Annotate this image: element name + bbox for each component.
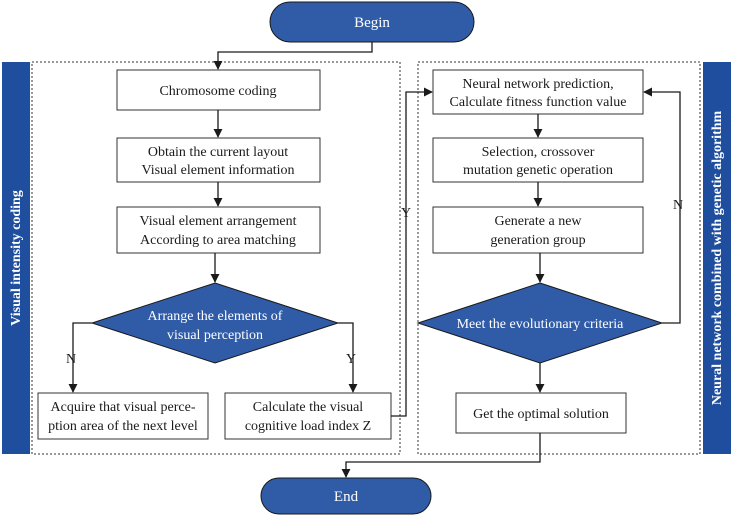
criteria-no-loop-connector <box>643 87 681 324</box>
chromosome-coding-node: Chromosome coding <box>116 69 321 111</box>
calc-load-line-1: Calculate the visual <box>253 400 364 415</box>
obtain-layout-line-1: Obtain the current layout <box>148 145 288 160</box>
begin-label: Begin <box>354 15 390 31</box>
new-generation-line-2: generation group <box>490 233 585 248</box>
end-node: End <box>260 477 432 515</box>
begin-to-chromosome-connector <box>213 42 373 70</box>
arrange-decision-line-2: visual perception <box>167 328 263 343</box>
arrange-decision-line-1: Arrange the elements of <box>148 309 283 324</box>
selection-node: Selection, crossover mutation genetic op… <box>432 137 644 183</box>
chromosome-coding-label: Chromosome coding <box>159 84 276 99</box>
begin-node: Begin <box>269 1 475 43</box>
optimal-node: Get the optimal solution <box>455 392 627 434</box>
decision-yes-connector <box>338 322 358 393</box>
left-panel-title: Visual intensity coding <box>9 190 24 326</box>
calc-load-line-2: cognitive load index Z <box>245 419 371 434</box>
acquire-next-line-2: ption area of the next level <box>48 419 198 434</box>
criteria-decision-label: Meet the evolutionary criteria <box>457 317 625 332</box>
decision-no-label: N <box>66 352 76 367</box>
optimal-to-end-connector <box>341 433 541 478</box>
right-panel-title: Neural network combined with genetic alg… <box>710 110 725 405</box>
decision-yes-label: Y <box>346 352 356 367</box>
load-to-nn-yes-label: Y <box>401 206 411 221</box>
arrangement-node: Visual element arrangement According to … <box>116 206 321 254</box>
end-label: End <box>334 489 359 505</box>
criteria-no-label: N <box>673 198 683 213</box>
optimal-label: Get the optimal solution <box>473 407 609 422</box>
obtain-layout-node: Obtain the current layout Visual element… <box>116 137 321 183</box>
selection-line-1: Selection, crossover <box>482 145 595 160</box>
obtain-layout-line-2: Visual element information <box>141 163 294 178</box>
acquire-next-line-1: Acquire that visual perce- <box>51 400 196 415</box>
selection-line-2: mutation genetic operation <box>463 163 613 178</box>
arrangement-line-2: According to area matching <box>140 233 296 248</box>
nn-prediction-node: Neural network prediction, Calculate fit… <box>432 69 644 115</box>
right-group-frame <box>417 61 701 455</box>
arrangement-line-1: Visual element arrangement <box>140 214 297 229</box>
criteria-decision-node: Meet the evolutionary criteria <box>416 282 664 364</box>
left-side-panel: Visual intensity coding <box>2 62 30 454</box>
acquire-next-node: Acquire that visual perce- ption area of… <box>37 392 209 440</box>
connectors <box>68 42 681 478</box>
decision-no-connector <box>68 322 92 393</box>
calc-load-node: Calculate the visual cognitive load inde… <box>224 392 392 440</box>
nn-prediction-line-2: Calculate fitness function value <box>450 95 627 110</box>
right-side-panel: Neural network combined with genetic alg… <box>703 62 731 454</box>
new-generation-node: Generate a new generation group <box>432 206 644 254</box>
new-generation-line-1: Generate a new <box>494 214 582 229</box>
load-to-nn-connector <box>391 87 433 417</box>
nn-prediction-line-1: Neural network prediction, <box>462 77 613 92</box>
arrange-decision-node: Arrange the elements of visual perceptio… <box>90 282 340 364</box>
